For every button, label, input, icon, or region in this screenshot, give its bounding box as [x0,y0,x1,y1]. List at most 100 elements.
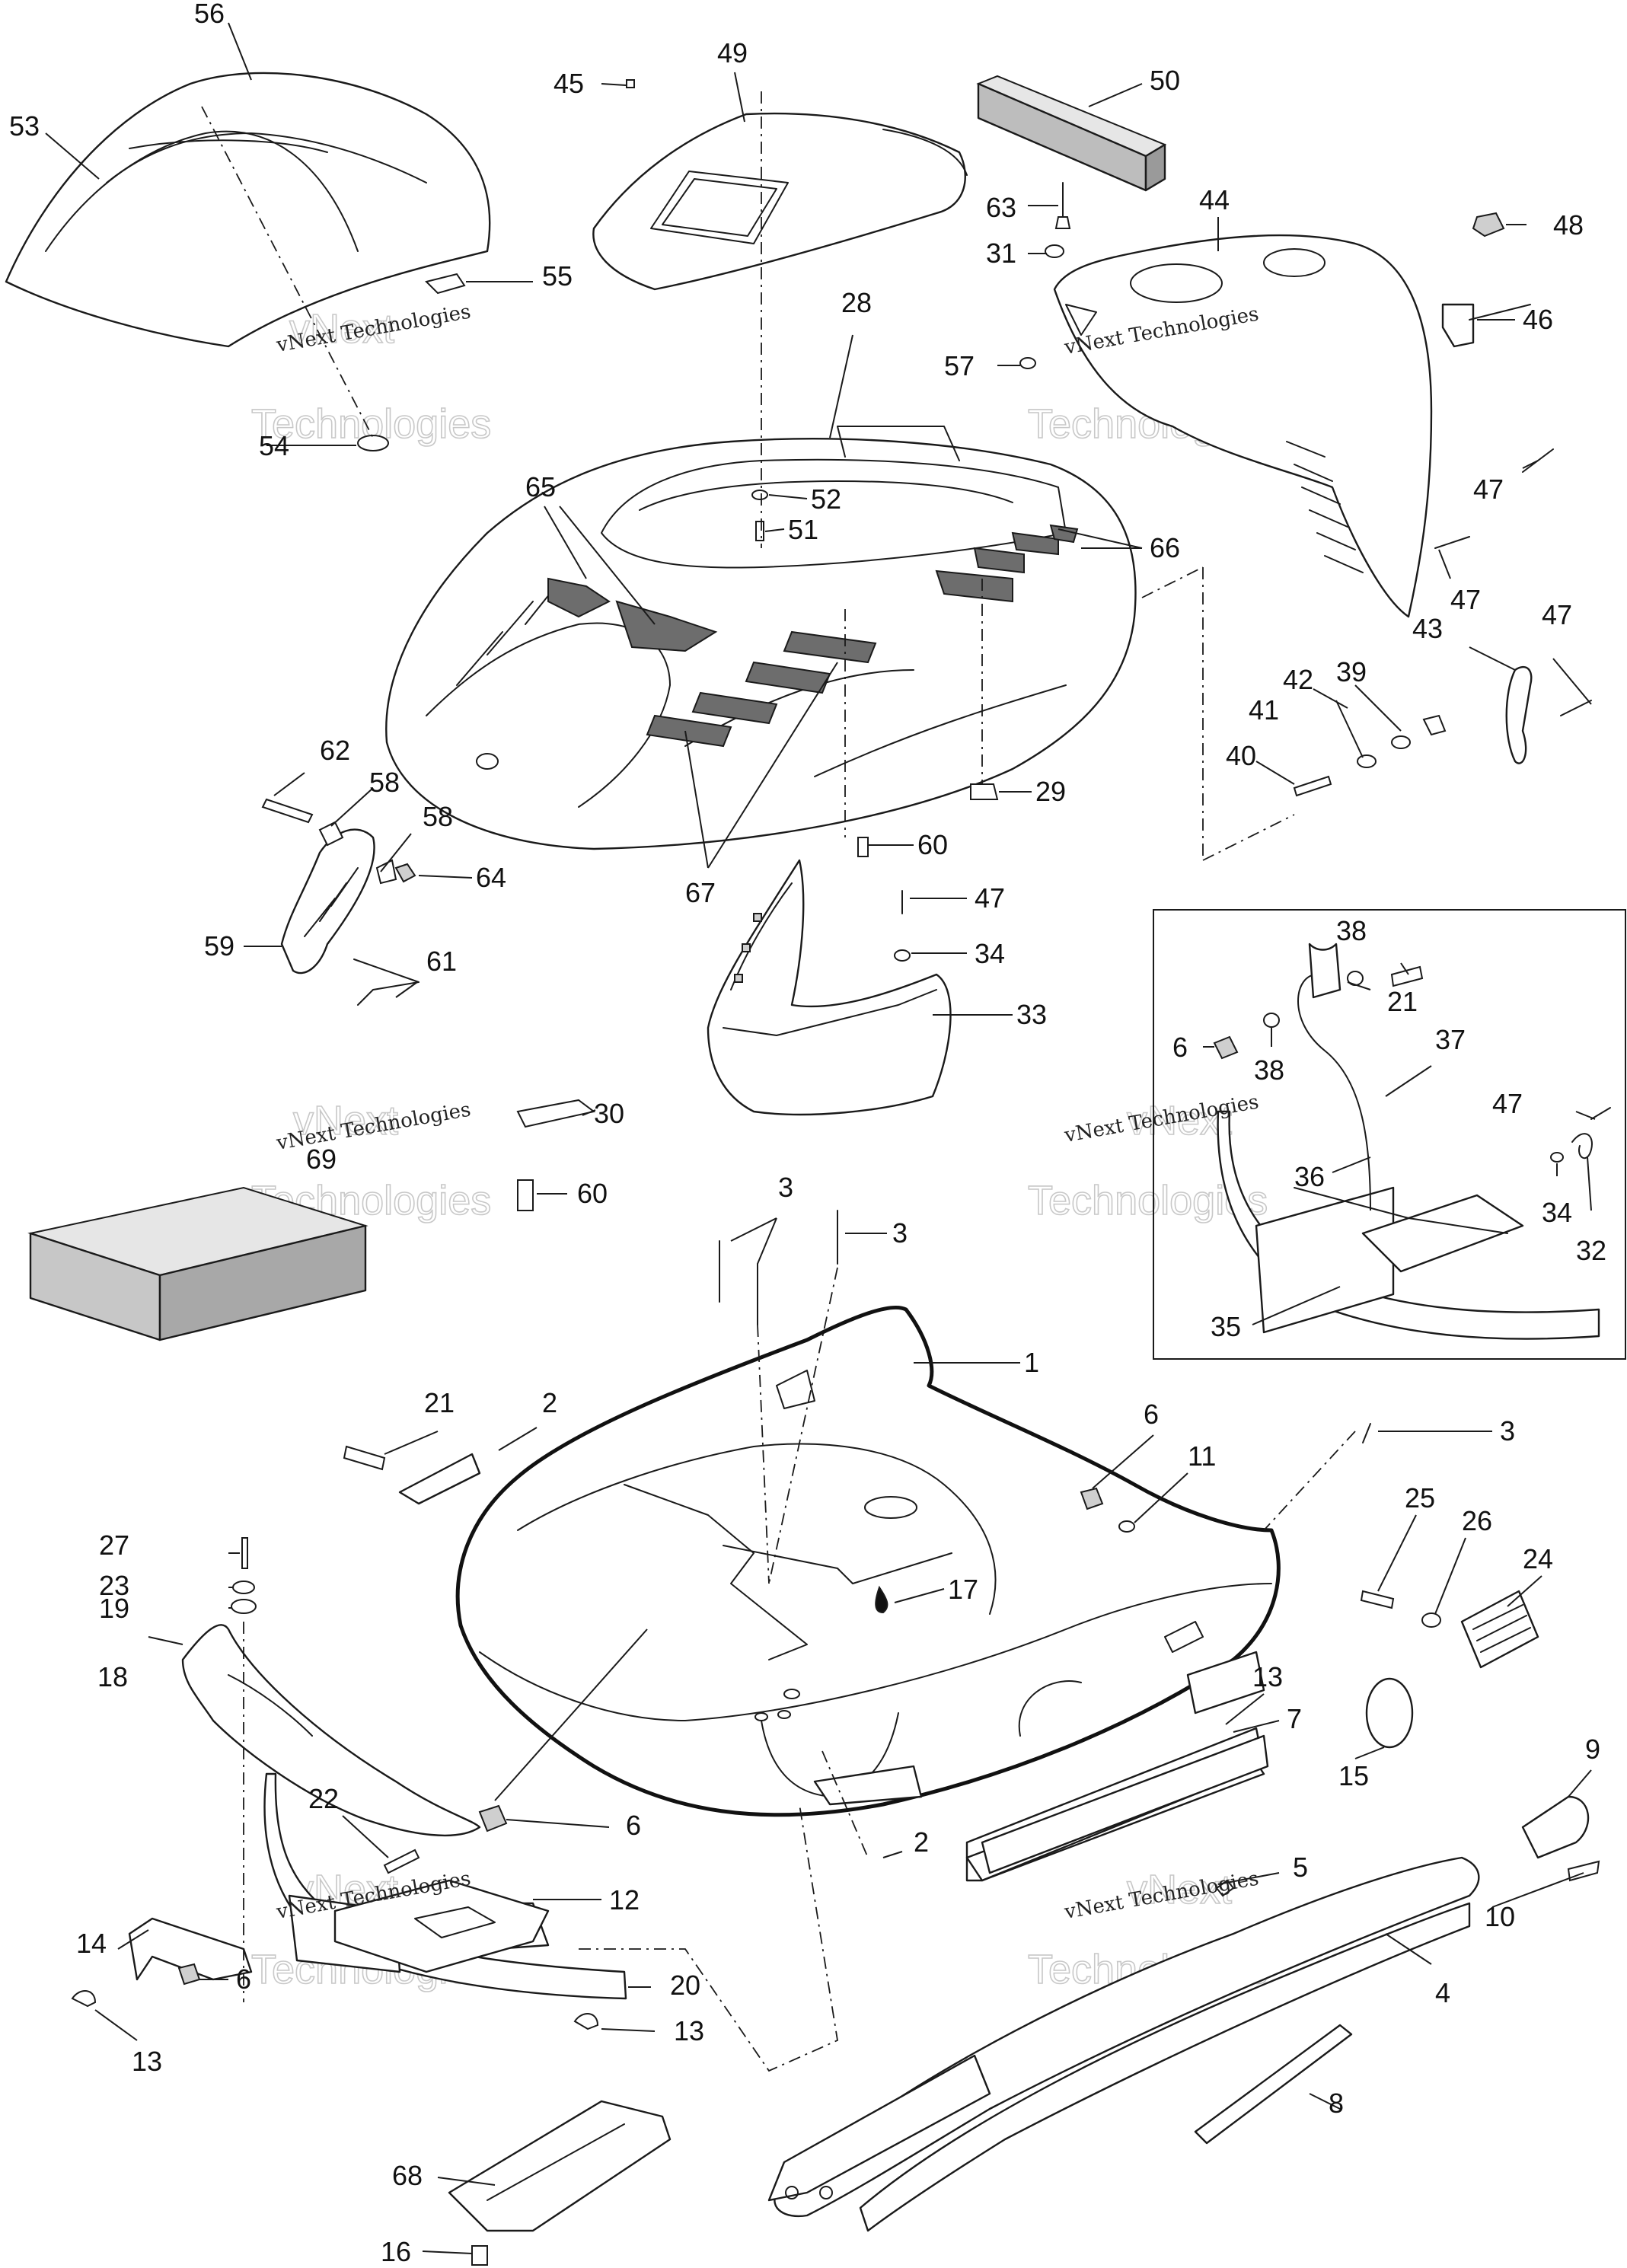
watermark-large: vNext [293,1098,398,1144]
hood [385,426,1137,850]
callout-label: 44 [1199,184,1230,215]
callout-label: 1 [1024,1347,1039,1378]
hood-vent-right [973,547,1025,574]
callout-label: 66 [1150,532,1180,563]
callout-label: 18 [97,1661,128,1692]
callout-label: 12 [609,1884,640,1916]
inset-detail [1153,909,1626,1360]
watermark-large: vNext [1127,1098,1232,1144]
callout-label: 6 [626,1810,641,1841]
callout-label: 6 [236,1963,251,1995]
callout-label: 55 [542,260,573,292]
callout-label: 57 [944,350,975,381]
callout-label: 13 [674,2015,704,2046]
callout-label: 36 [1294,1161,1325,1192]
callout-label: 64 [476,862,506,893]
callout-label: 16 [381,2236,411,2267]
callout-label: 47 [1492,1088,1523,1119]
callout-label: 69 [306,1144,337,1175]
callout-label: 51 [788,514,818,545]
callout-label: 47 [1450,584,1481,615]
callout-label: 35 [1211,1311,1241,1342]
callout-label: 33 [1016,999,1047,1030]
callout-label: 25 [1405,1482,1435,1514]
callout-label: 49 [717,37,748,69]
callout-label: 14 [76,1928,107,1959]
leader-lines [45,22,1596,2254]
callout-label: 53 [9,110,40,142]
watermark-large: vNext [1127,1867,1232,1912]
hood-latch [280,828,420,1006]
callout-label: 46 [1523,304,1553,335]
callout-label: 3 [1500,1415,1515,1447]
callout-label: 58 [423,801,453,832]
runner [767,1856,1480,2232]
foam-block [976,75,1167,192]
callout-label: 54 [259,430,289,461]
callout-label: 30 [594,1098,624,1129]
callout-label: 8 [1329,2088,1344,2119]
callout-label: 47 [975,882,1005,914]
hood-vent-left [615,600,718,652]
wear-bar [1194,2024,1353,2145]
callout-label: 19 [99,1593,129,1624]
callout-label: 42 [1283,664,1313,695]
deflector [965,1727,1269,1882]
bottom-pan [455,1305,1281,1817]
callout-label: 10 [1485,1901,1515,1932]
callout-label: 39 [1336,656,1367,687]
callout-label: 48 [1553,209,1584,241]
callout-label: 23 [99,1570,129,1601]
callout-label: 45 [553,68,584,99]
side-panel [707,859,952,1116]
callout-label: 21 [424,1387,455,1418]
mount-plate [333,1879,550,1973]
callout-label: 34 [1542,1197,1572,1228]
angle-bracket [128,1917,253,1981]
callout-label: 62 [320,735,350,766]
callout-label: 38 [1336,915,1367,946]
callout-label: 2 [914,1826,929,1858]
hood-vent-center [691,691,778,725]
callout-label: 31 [986,238,1016,269]
hood-vent-center [783,630,877,664]
callout-label: 68 [392,2160,423,2191]
callout-label: 59 [204,930,234,962]
callout-label: 52 [811,483,841,515]
hood-vent-right [1049,524,1079,544]
callout-label: 11 [1188,1440,1216,1472]
callout-label: 9 [1585,1734,1600,1765]
callout-label: 43 [1412,613,1443,644]
side-bracket [398,1453,923,1806]
callout-label: 67 [685,877,716,908]
callout-label: 3 [892,1217,908,1249]
callout-label: 65 [525,471,556,502]
callout-label: 38 [1254,1054,1284,1086]
bumper-bracket [181,1624,481,1837]
callout-label: 3 [778,1172,793,1203]
hood-vent-left [547,577,611,618]
callout-label: 37 [1435,1024,1466,1055]
callout-label: 22 [308,1783,339,1814]
callout-label: 4 [1435,1977,1450,2008]
callout-label: 24 [1523,1543,1553,1574]
callout-label: 56 [194,0,225,29]
hood-vent-center [646,714,732,748]
fuel-tank [1053,234,1433,618]
hood-vent-center [745,661,831,694]
callout-label: 61 [426,946,457,977]
callout-label: 60 [577,1178,608,1209]
callout-label: 21 [1387,986,1418,1017]
callout-label: 63 [986,192,1016,223]
windshield [5,72,491,348]
callout-label: 13 [1252,1661,1283,1692]
callout-label: 58 [369,767,400,798]
callout-label: 28 [841,287,872,318]
inset-frame [1153,909,1626,1360]
hood-vent-right [1011,531,1059,556]
callout-label: 47 [1542,599,1572,630]
callout-label: 6 [1172,1032,1188,1063]
callout-label: 26 [1462,1505,1492,1536]
callout-label: 17 [948,1574,978,1605]
